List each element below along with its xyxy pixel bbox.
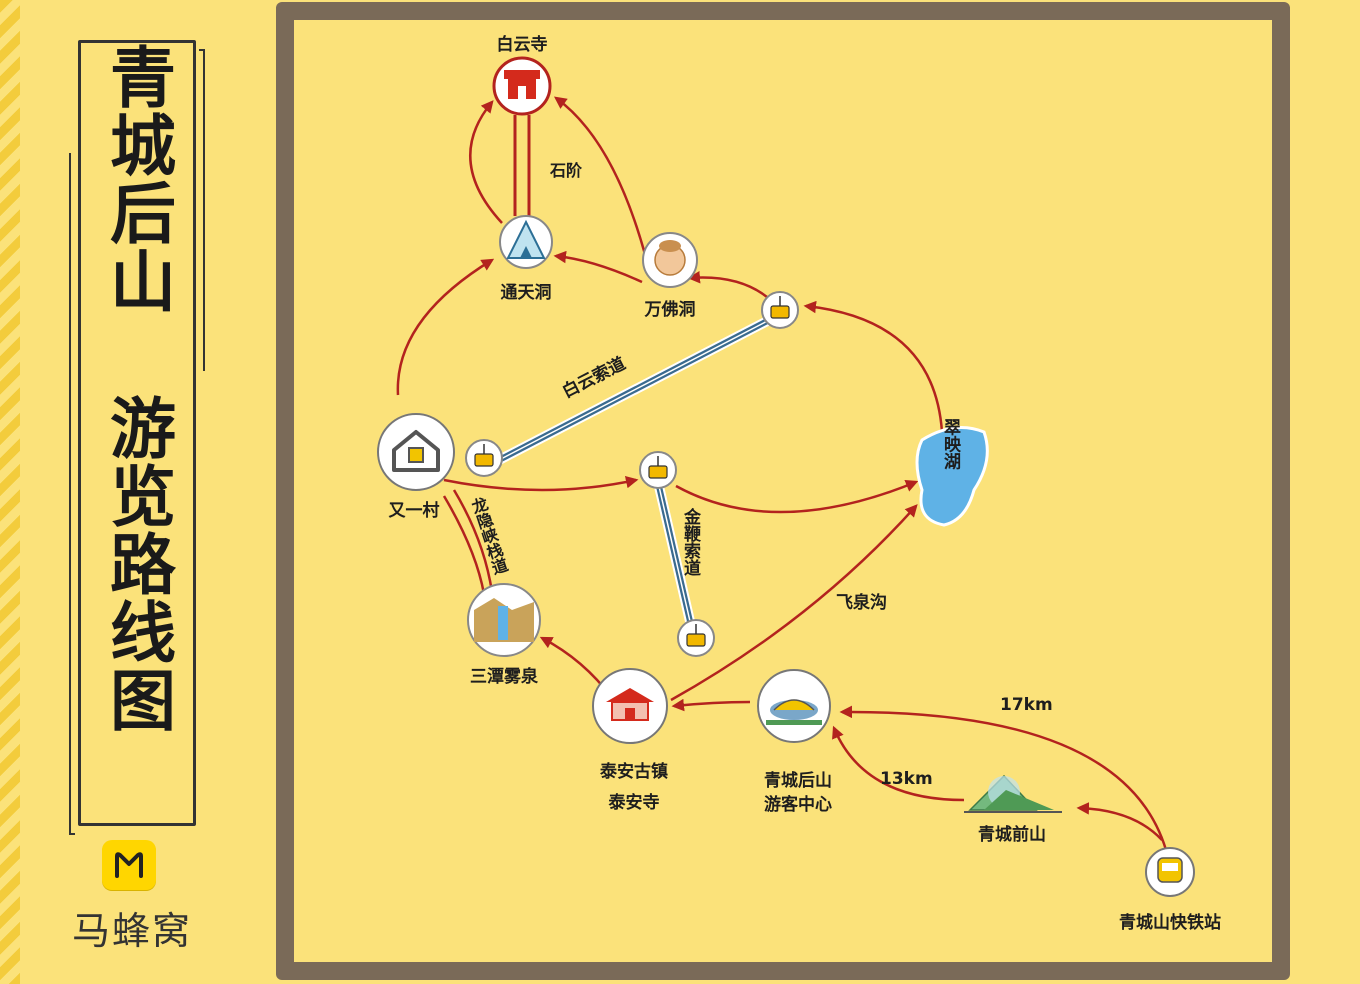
- label-taian-town: 泰安古镇: [600, 761, 668, 782]
- ancient-town-icon: [592, 668, 668, 744]
- decorative-stripe: [0, 0, 20, 984]
- label-station: 青城山快铁站: [1119, 912, 1221, 933]
- label-youyicun: 又一村: [389, 500, 440, 521]
- label-wanfodong: 万佛洞: [644, 299, 696, 320]
- label-qianshan: 青城前山: [978, 824, 1046, 845]
- stone-steps-path: [513, 115, 531, 216]
- cave-icon: [499, 215, 553, 269]
- baiyun-cableway-line: [496, 310, 782, 465]
- cable-car-icon: [639, 451, 677, 489]
- label-santanwuquan: 三潭雾泉: [470, 666, 539, 687]
- brand-name: 马蜂窝: [71, 909, 192, 953]
- jinbian-cableway-line: [653, 480, 697, 632]
- visitor-center-icon: [757, 669, 831, 743]
- longyin-plankway-path: [442, 489, 494, 595]
- label-tongtiandong: 通天洞: [501, 283, 552, 303]
- page-title: 青城后山 游览路线图: [99, 43, 176, 734]
- village-icon: [377, 413, 455, 491]
- label-visitor-center-1: 青城后山: [764, 770, 832, 791]
- label-jinbian-cableway: 金鞭索道: [680, 507, 702, 576]
- label-shijie: 石阶: [549, 161, 583, 180]
- title-frame: 青城后山 游览路线图: [69, 40, 205, 835]
- temple-icon: [492, 56, 552, 116]
- train-icon: [1145, 847, 1195, 897]
- label-taian-temple: 泰安寺: [609, 792, 660, 813]
- label-baiyunsi: 白云寺: [497, 34, 548, 55]
- route-map: 白云寺 通天洞 万佛洞 又一村 翠映湖 三潭雾泉 泰安古镇 泰安寺 青城后山 游…: [294, 20, 1272, 962]
- cable-car-icon: [677, 619, 715, 657]
- mountain-icon: [964, 774, 1062, 813]
- label-dist-17: 17km: [1000, 695, 1053, 715]
- label-dist-13: 13km: [880, 769, 933, 789]
- label-visitor-center-2: 游客中心: [764, 794, 832, 815]
- waterfall-icon: [467, 583, 541, 657]
- route-map-canvas: 白云寺 通天洞 万佛洞 又一村 翠映湖 三潭雾泉 泰安古镇 泰安寺 青城后山 游…: [377, 34, 1221, 933]
- map-frame: 白云寺 通天洞 万佛洞 又一村 翠映湖 三潭雾泉 泰安古镇 泰安寺 青城后山 游…: [276, 2, 1290, 980]
- label-longyin-plankway: 龙隐峡栈道: [467, 494, 511, 577]
- mafengwo-logo-icon: [102, 840, 156, 890]
- label-feiquangou: 飞泉沟: [836, 592, 887, 613]
- label-cuiyinghu: 翠映湖: [940, 418, 961, 470]
- buddha-icon: [642, 232, 698, 288]
- cable-car-icon: [465, 439, 503, 477]
- lake-icon: [915, 426, 989, 527]
- cable-car-icon: [761, 291, 799, 329]
